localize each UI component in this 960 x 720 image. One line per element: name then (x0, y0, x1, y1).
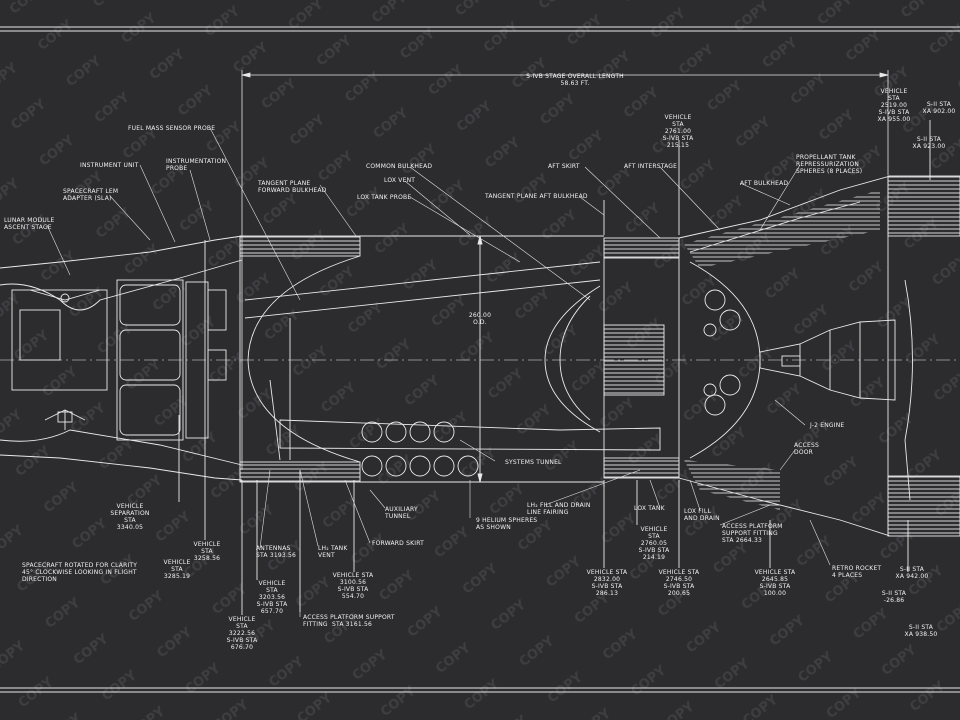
overall-length-dimension (241, 70, 889, 470)
label-antennas: ANTENNAS STA 3193.56 (256, 545, 297, 559)
frame-border (0, 26, 960, 693)
label-forward-skirt: FORWARD SKIRT (372, 540, 425, 547)
station-3203: VEHICLE STA 3203.56 S-IVB STA 657.70 (256, 580, 288, 615)
label-lox-vent: LOX VENT (384, 177, 416, 184)
label-lunar-module-ascent-stage: LUNAR MODULE ASCENT STAGE (4, 217, 55, 231)
station-3222: VEHICLE STA 3222.56 S-IVB STA 676.70 (226, 616, 258, 651)
label-access-platform-fwd: ACCESS PLATFORM SUPPORT FITTING STA 3161… (303, 614, 395, 628)
label-tangent-plane-aft-bulkhead: TANGENT PLANE AFT BULKHEAD (485, 193, 588, 200)
station-sii-923: S-II STA XA 923.00 (912, 136, 946, 150)
s-ivb-stage-cutaway (0, 120, 960, 615)
label-lh2-tank-vent: LH₂ TANK VENT (318, 545, 348, 559)
callout-leaders (46, 127, 831, 617)
station-3258: VEHICLE STA 3258.56 (193, 541, 221, 562)
label-lox-fill-drain: LOX FILL AND DRAIN (684, 508, 720, 522)
label-aft-interstage: AFT INTERSTAGE (624, 163, 678, 170)
label-aft-bulkhead: AFT BULKHEAD (740, 180, 789, 187)
station-2760: VEHICLE STA 2760.05 S-IVB STA 214.19 (638, 526, 670, 561)
station-2761: VEHICLE STA 2761.00 S-IVB STA 215.15 (662, 114, 694, 149)
station-2519: VEHICLE STA 2519.00 S-IVB STA XA 955.00 (877, 88, 911, 123)
station-2746: VEHICLE STA 2746.50 S-IVB STA 200.65 (658, 569, 700, 597)
label-lox-tank: LOX TANK (634, 505, 665, 512)
label-lh2-fill-drain: LH₂ FILL AND DRAIN LINE FAIRING (527, 502, 591, 516)
station-sii-902: S-II STA XA 902.00 (922, 101, 956, 115)
diameter-label: O.D. (473, 319, 487, 326)
station-sii-942: S-II STA XA 942.00 (895, 566, 929, 580)
station-vehicle-separation: VEHICLE SEPARATION STA 3340.05 (110, 503, 150, 531)
overall-length-title: S-IVB STAGE OVERALL LENGTH (526, 73, 624, 80)
station-sii-26: S-II STA -26.86 (881, 590, 907, 604)
label-common-bulkhead: COMMON BULKHEAD (366, 163, 433, 170)
station-sii-938: S-II STA XA 938.50 (904, 624, 938, 638)
label-j2-engine: J-2 ENGINE (810, 422, 845, 429)
label-fuel-mass-sensor-probe: FUEL MASS SENSOR PROBE (128, 125, 216, 132)
label-propellant-tank-spheres: PROPELLANT TANK REPRESSURIZATION SPHERES… (796, 154, 863, 175)
label-retro-rocket: RETRO ROCKET 4 PLACES (832, 565, 882, 579)
station-2832: VEHICLE STA 2832.00 S-IVB STA 286.13 (586, 569, 628, 597)
label-access-platform-aft: ACCESS PLATFORM SUPPORT FITTING STA 2664… (722, 523, 783, 544)
label-aft-skirt: AFT SKIRT (548, 163, 580, 170)
overall-length-value: 58.63 FT. (560, 80, 590, 87)
label-systems-tunnel: SYSTEMS TUNNEL (505, 459, 562, 466)
label-spacecraft-lem-adapter: SPACECRAFT LEM ADAPTER (SLA) (63, 188, 119, 202)
station-2645: VEHICLE STA 2645.85 S-IVB STA 100.00 (754, 569, 796, 597)
label-lox-tank-probe: LOX TANK PROBE (357, 194, 412, 201)
diameter-value: 260.00 (468, 312, 492, 319)
station-3285: VEHICLE STA 3285.19 (163, 559, 191, 580)
label-auxiliary-tunnel: AUXILIARY TUNNEL (385, 506, 418, 520)
label-helium-spheres: 9 HELIUM SPHERES AS SHOWN (476, 517, 538, 531)
label-instrumentation-probe: INSTRUMENTATION PROBE (166, 158, 227, 172)
label-instrument-unit: INSTRUMENT UNIT (80, 162, 139, 169)
label-tangent-plane-forward-bulkhead: TANGENT PLANE FORWARD BULKHEAD (258, 180, 327, 194)
station-3100: VEHICLE STA 3100.56 S-IVB STA 554.70 (332, 572, 374, 600)
label-access-door: ACCESS DOOR (794, 442, 819, 456)
label-spacecraft-rotated-note: SPACECRAFT ROTATED FOR CLARITY 45° CLOCK… (22, 562, 138, 583)
